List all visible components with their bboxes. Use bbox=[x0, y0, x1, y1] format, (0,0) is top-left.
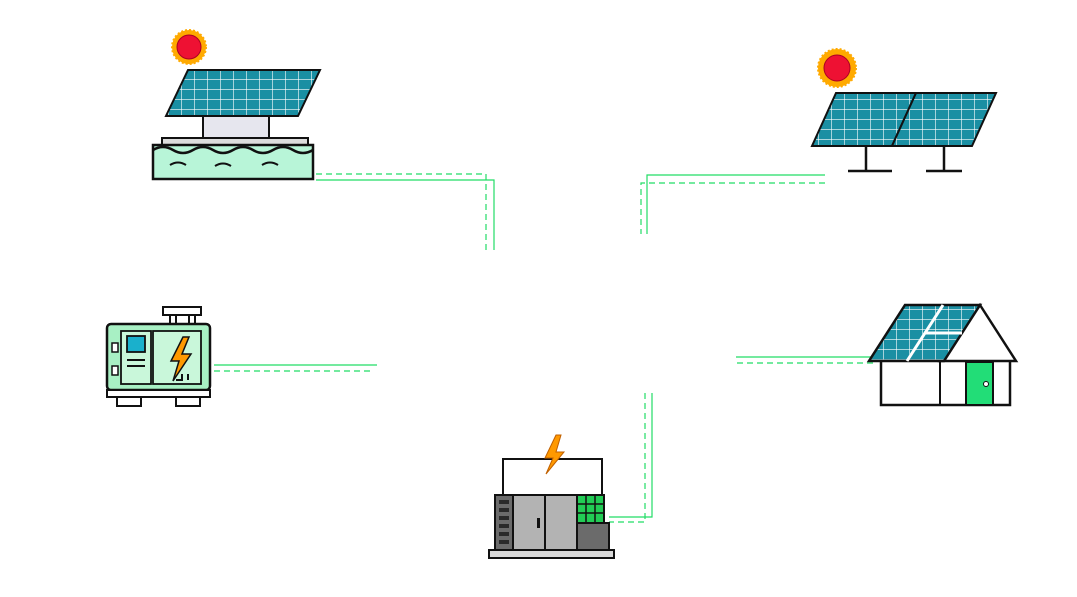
sun-icon bbox=[171, 29, 207, 65]
house-with-rooftop-solar-icon bbox=[866, 302, 1019, 407]
connection-solar-house bbox=[733, 356, 873, 364]
connection-ground-solar bbox=[640, 174, 825, 234]
lightning-icon bbox=[169, 336, 193, 382]
connection-generator bbox=[214, 364, 377, 372]
ground-mounted-solar-array-icon bbox=[810, 48, 998, 173]
sun-icon bbox=[817, 48, 857, 88]
power-generator-icon bbox=[105, 306, 212, 407]
connection-lines bbox=[214, 173, 873, 523]
battery-energy-storage-cabinet-icon bbox=[488, 434, 615, 559]
connection-battery-storage bbox=[609, 393, 653, 523]
floating-solar-panel-icon bbox=[151, 29, 322, 181]
house-door bbox=[965, 361, 994, 406]
connection-floating-solar bbox=[316, 173, 495, 250]
lightning-icon bbox=[544, 434, 566, 475]
